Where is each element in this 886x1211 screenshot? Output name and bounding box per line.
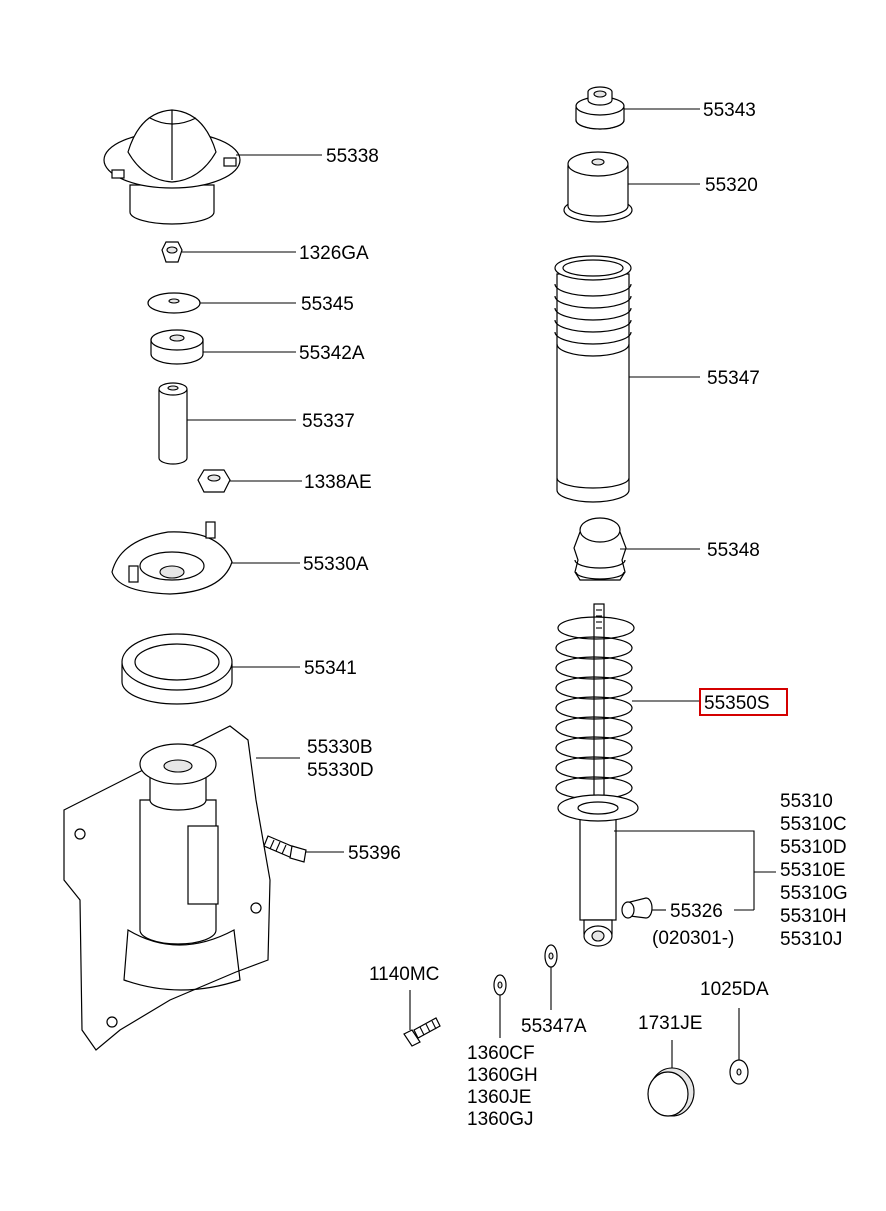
part-1140MC-drawing[interactable]	[403, 1017, 441, 1047]
label-55345[interactable]: 55345	[301, 294, 354, 315]
leader-lines	[182, 108, 776, 1068]
part-55338-drawing[interactable]	[103, 109, 241, 225]
label-55347[interactable]: 55347	[707, 368, 760, 389]
label-55310H[interactable]: 55310H	[780, 906, 847, 927]
label-55338[interactable]: 55338	[326, 146, 379, 167]
part-1360-drawing[interactable]	[493, 974, 507, 996]
label-55396[interactable]: 55396	[348, 843, 401, 864]
label-1338AE[interactable]: 1338AE	[304, 472, 372, 493]
label-55330D[interactable]: 55330D	[307, 760, 374, 781]
label-55337[interactable]: 55337	[302, 411, 355, 432]
part-1326GA-drawing[interactable]	[161, 241, 183, 263]
part-55350S-drawing[interactable]	[555, 603, 639, 947]
part-55345-drawing[interactable]	[147, 292, 201, 314]
label-1731JE[interactable]: 1731JE	[638, 1013, 702, 1034]
part-55330A-drawing[interactable]	[111, 521, 233, 595]
part-55396-drawing[interactable]	[263, 835, 307, 863]
label-1326GA[interactable]: 1326GA	[299, 243, 369, 264]
label-55310G[interactable]: 55310G	[780, 883, 848, 904]
label-55330A[interactable]: 55330A	[303, 554, 369, 575]
part-labels: 55343 55320 55347 55348 55350S 55310 553…	[299, 100, 848, 1130]
part-55347A-drawing[interactable]	[544, 944, 558, 968]
label-1360CF[interactable]: 1360CF	[467, 1043, 535, 1064]
highlight-box-55350S	[699, 688, 788, 716]
part-55326-drawing[interactable]	[621, 897, 653, 919]
label-55320[interactable]: 55320	[705, 175, 758, 196]
label-55310J[interactable]: 55310J	[780, 929, 842, 950]
part-1731JE-drawing[interactable]	[647, 1067, 695, 1117]
part-1338AE-drawing[interactable]	[197, 469, 231, 493]
label-020301: (020301-)	[652, 928, 734, 949]
label-1360JE[interactable]: 1360JE	[467, 1087, 531, 1108]
label-55350S[interactable]: 55350S	[704, 693, 770, 714]
label-1140MC[interactable]: 1140MC	[369, 964, 439, 985]
part-55347-drawing[interactable]	[554, 255, 632, 503]
label-1360GH[interactable]: 1360GH	[467, 1065, 538, 1086]
part-55342A-drawing[interactable]	[150, 329, 204, 365]
part-55330B-drawing[interactable]	[63, 725, 271, 1051]
label-55310D[interactable]: 55310D	[780, 837, 847, 858]
label-55330B[interactable]: 55330B	[307, 737, 373, 758]
label-55310C[interactable]: 55310C	[780, 814, 847, 835]
label-55348[interactable]: 55348	[707, 540, 760, 561]
part-55343-drawing[interactable]	[575, 86, 625, 130]
label-1360GJ[interactable]: 1360GJ	[467, 1109, 534, 1130]
part-55341-drawing[interactable]	[121, 633, 233, 705]
label-55342A[interactable]: 55342A	[299, 343, 365, 364]
label-55310E[interactable]: 55310E	[780, 860, 846, 881]
label-1025DA[interactable]: 1025DA	[700, 979, 769, 1000]
part-55320-drawing[interactable]	[563, 151, 633, 223]
part-55337-drawing[interactable]	[158, 382, 188, 465]
label-55310[interactable]: 55310	[780, 791, 833, 812]
label-55347A[interactable]: 55347A	[521, 1016, 587, 1037]
label-55343[interactable]: 55343	[703, 100, 756, 121]
part-1025DA-drawing[interactable]	[729, 1059, 749, 1085]
label-55341[interactable]: 55341	[304, 658, 357, 679]
label-55326[interactable]: 55326	[670, 901, 723, 922]
part-55348-drawing[interactable]	[573, 517, 627, 581]
